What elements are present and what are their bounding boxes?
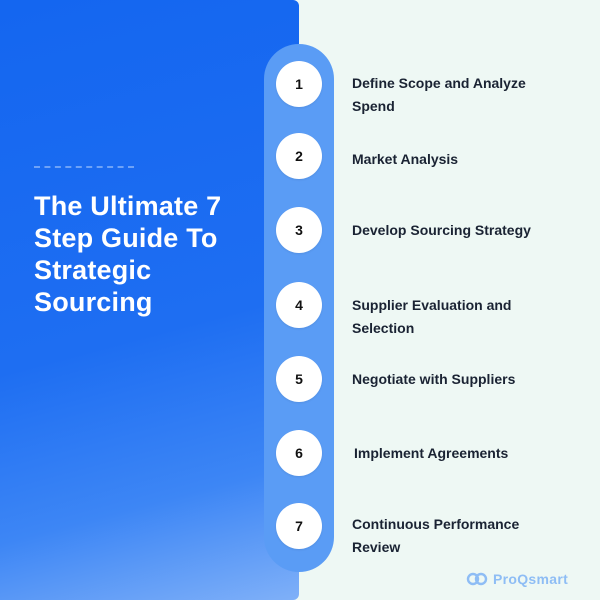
step-label: Develop Sourcing Strategy (352, 222, 531, 238)
step-label: Implement Agreements (354, 445, 509, 461)
step-number-circle: 3 (276, 207, 322, 253)
step-number-circle: 1 (276, 61, 322, 107)
step-number-circle: 4 (276, 282, 322, 328)
step-label: Supplier Evaluation and Selection (352, 297, 512, 336)
step-number-circle: 5 (276, 356, 322, 402)
decorative-dash-line (34, 166, 134, 168)
step-label: Define Scope and Analyze Spend (352, 75, 526, 114)
brand-name: ProQsmart (493, 571, 569, 587)
steps-panel (299, 0, 600, 600)
step-label: Negotiate with Suppliers (352, 371, 516, 387)
proqsmart-logo-icon (466, 572, 488, 586)
title-panel (0, 0, 299, 600)
step-number-circle: 7 (276, 503, 322, 549)
brand-logo: ProQsmart (466, 570, 568, 588)
step-label: Market Analysis (352, 151, 459, 167)
page-title: The Ultimate 7 Step Guide To Strategic S… (34, 191, 222, 317)
step-label: Continuous Performance Review (352, 516, 520, 555)
step-number-circle: 2 (276, 133, 322, 179)
step-number-circle: 6 (276, 430, 322, 476)
